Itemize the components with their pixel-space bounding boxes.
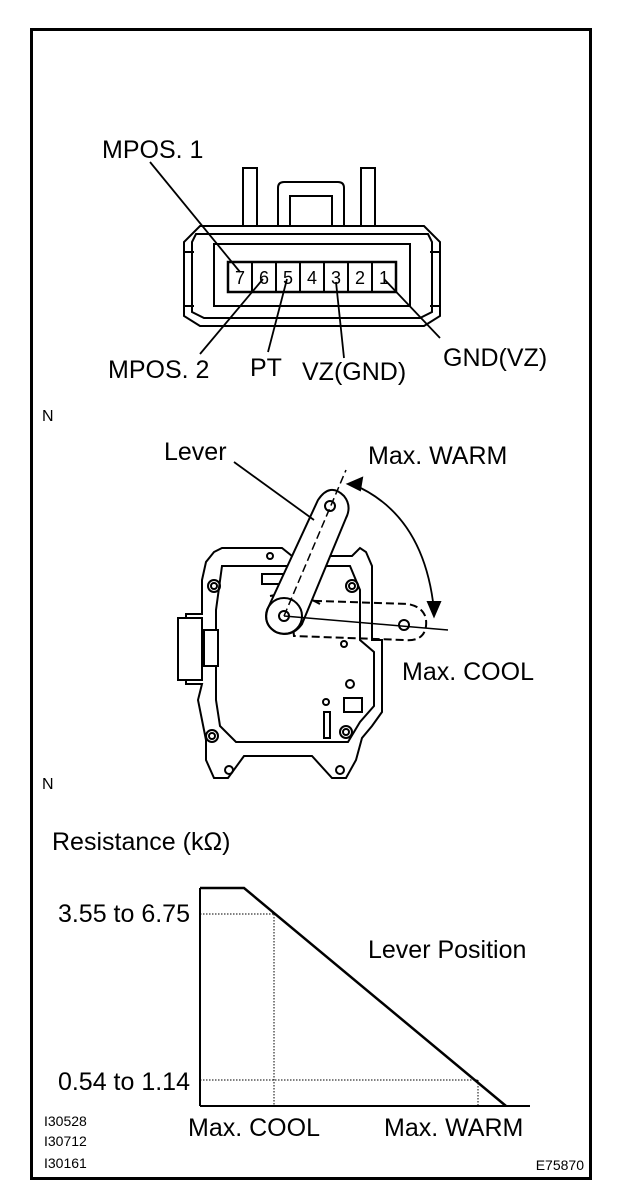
figure-code-2: I30712 xyxy=(44,1133,87,1149)
pin-6: 6 xyxy=(259,268,269,288)
resistance-curve xyxy=(200,886,507,1107)
pin-2: 2 xyxy=(355,268,365,288)
figure-code-1: I30528 xyxy=(44,1113,87,1129)
label-pt: PT xyxy=(250,354,282,382)
graph-y-tick-high: 3.55 to 6.75 xyxy=(58,900,190,928)
section-mark-1: N xyxy=(42,408,54,425)
label-max-cool-actuator: Max. COOL xyxy=(402,658,534,686)
pin-5: 5 xyxy=(283,268,293,288)
pin-4: 4 xyxy=(307,268,317,288)
pin-7: 7 xyxy=(235,268,245,288)
graph-guides xyxy=(200,913,479,1106)
graph-curve-label: Lever Position xyxy=(368,936,526,964)
graph-x-left: Max. COOL xyxy=(188,1114,320,1142)
label-vz-gnd: VZ(GND) xyxy=(302,358,406,386)
graph-x-right: Max. WARM xyxy=(384,1114,523,1142)
label-gnd-vz: GND(VZ) xyxy=(443,344,547,372)
label-max-warm-actuator: Max. WARM xyxy=(368,442,507,470)
label-mpos1: MPOS. 1 xyxy=(102,136,203,164)
actuator-drawing xyxy=(177,461,449,779)
section-mark-2: N xyxy=(42,776,54,793)
graph-y-title: Resistance (kΩ) xyxy=(52,828,230,856)
pin-1: 1 xyxy=(379,268,389,288)
connector-drawing xyxy=(183,167,441,327)
graph-axes xyxy=(199,888,530,1107)
label-mpos2: MPOS. 2 xyxy=(108,356,209,384)
label-lever: Lever xyxy=(164,438,227,466)
pin-3: 3 xyxy=(331,268,341,288)
figure-code-3: I30161 xyxy=(44,1155,87,1171)
connector-leaders xyxy=(149,161,441,359)
resistance-graph: Resistance (kΩ) 3.55 to 6.75 0.54 to 1.1… xyxy=(52,828,530,1142)
graph-y-tick-low: 0.54 to 1.14 xyxy=(58,1068,190,1096)
figure-id: E75870 xyxy=(536,1157,584,1173)
